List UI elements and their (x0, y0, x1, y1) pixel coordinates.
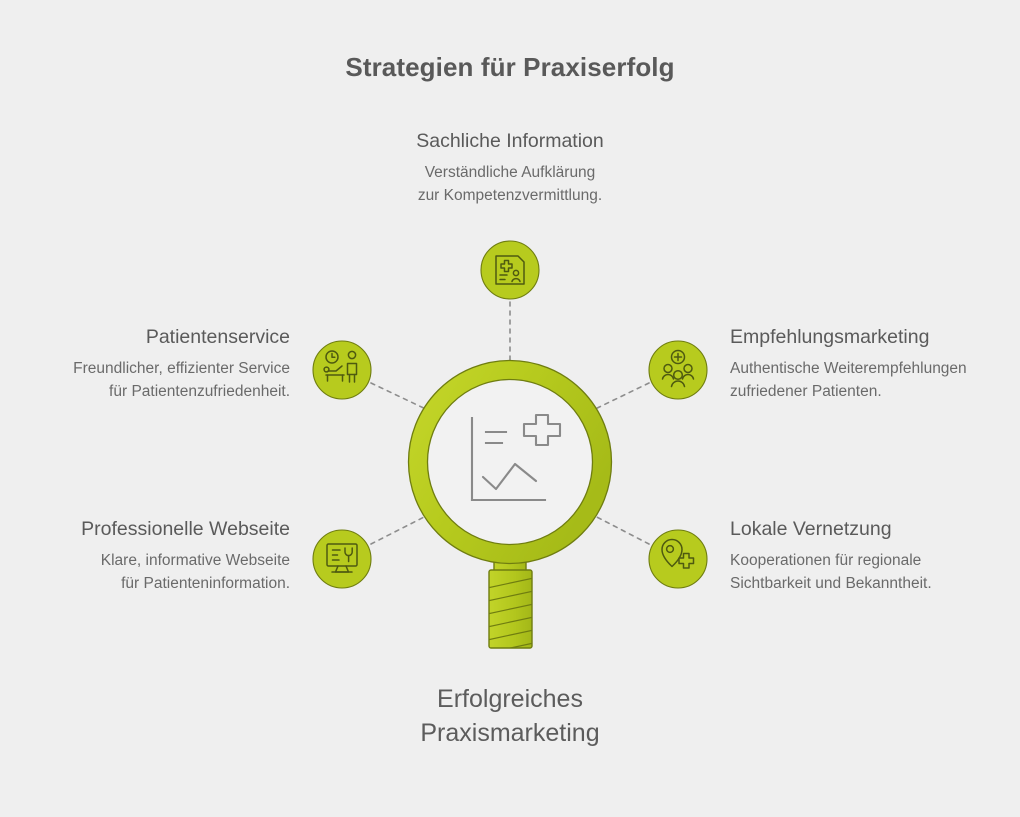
page-title: Strategien für Praxiserfolg (345, 52, 675, 82)
center-caption-line-1: Erfolgreiches (437, 685, 583, 713)
center-caption: Erfolgreiches Praxismarketing (260, 682, 760, 750)
node-icon-empfehlungsmarketing[interactable] (648, 340, 708, 400)
node-icon-professionelle-webseite[interactable] (312, 529, 372, 589)
center-caption-line-2: Praxismarketing (420, 719, 600, 747)
node-title: Patientenservice (145, 326, 290, 348)
magnifier-ring-outline-outer (407, 359, 613, 565)
node-title: Empfehlungsmarketing (730, 326, 930, 348)
node-title: Professionelle Webseite (81, 518, 290, 540)
node-description: Verständliche Aufklärung zur Kompetenzve… (417, 164, 603, 204)
magnifier-grip-ridges (489, 577, 532, 648)
magnifier-lens (424, 376, 596, 548)
node-icon-lokale-vernetzung[interactable] (648, 529, 708, 589)
connector-right-upper (588, 382, 650, 413)
node-description: Kooperationen für regionale Sichtbarkeit… (730, 552, 932, 592)
node-icon-sachliche-information[interactable] (480, 240, 540, 300)
monitor-stethoscope-icon (326, 543, 358, 573)
node-icon-patientenservice[interactable] (312, 340, 372, 400)
lens-chart-glyph (470, 416, 547, 502)
lens-medical-cross-glyph (522, 413, 562, 447)
node-description: Klare, informative Webseite für Patiente… (100, 552, 290, 592)
patient-care-clock-icon (323, 350, 358, 383)
node-text-professionelle-webseite: Professionelle Webseite Klare, informati… (20, 516, 290, 595)
node-description: Freundlicher, effizienter Service für Pa… (73, 360, 290, 400)
icon-circle (312, 340, 372, 400)
people-group-plus-icon (661, 349, 695, 388)
connector-left-upper (370, 382, 433, 413)
node-text-sachliche-information: Sachliche Information Verständliche Aufk… (310, 128, 710, 207)
node-title: Sachliche Information (416, 130, 604, 152)
patient-record-card-icon (495, 255, 525, 285)
magnifier-ring (408, 360, 612, 564)
node-text-patientenservice: Patientenservice Freundlicher, effizient… (20, 324, 290, 403)
connector-right-lower (588, 512, 650, 545)
map-pin-medical-cross-icon (661, 538, 695, 569)
node-text-empfehlungsmarketing: Empfehlungsmarketing Authentische Weiter… (730, 324, 1010, 403)
connector-left-lower (370, 512, 433, 545)
center-magnifier-icon[interactable] (407, 359, 613, 654)
node-text-lokale-vernetzung: Lokale Vernetzung Kooperationen für regi… (730, 516, 1010, 595)
node-description: Authentische Weiterempfehlungen zufriede… (730, 360, 967, 400)
node-title: Lokale Vernetzung (730, 518, 892, 540)
magnifier-ring-outline-inner (426, 378, 594, 546)
